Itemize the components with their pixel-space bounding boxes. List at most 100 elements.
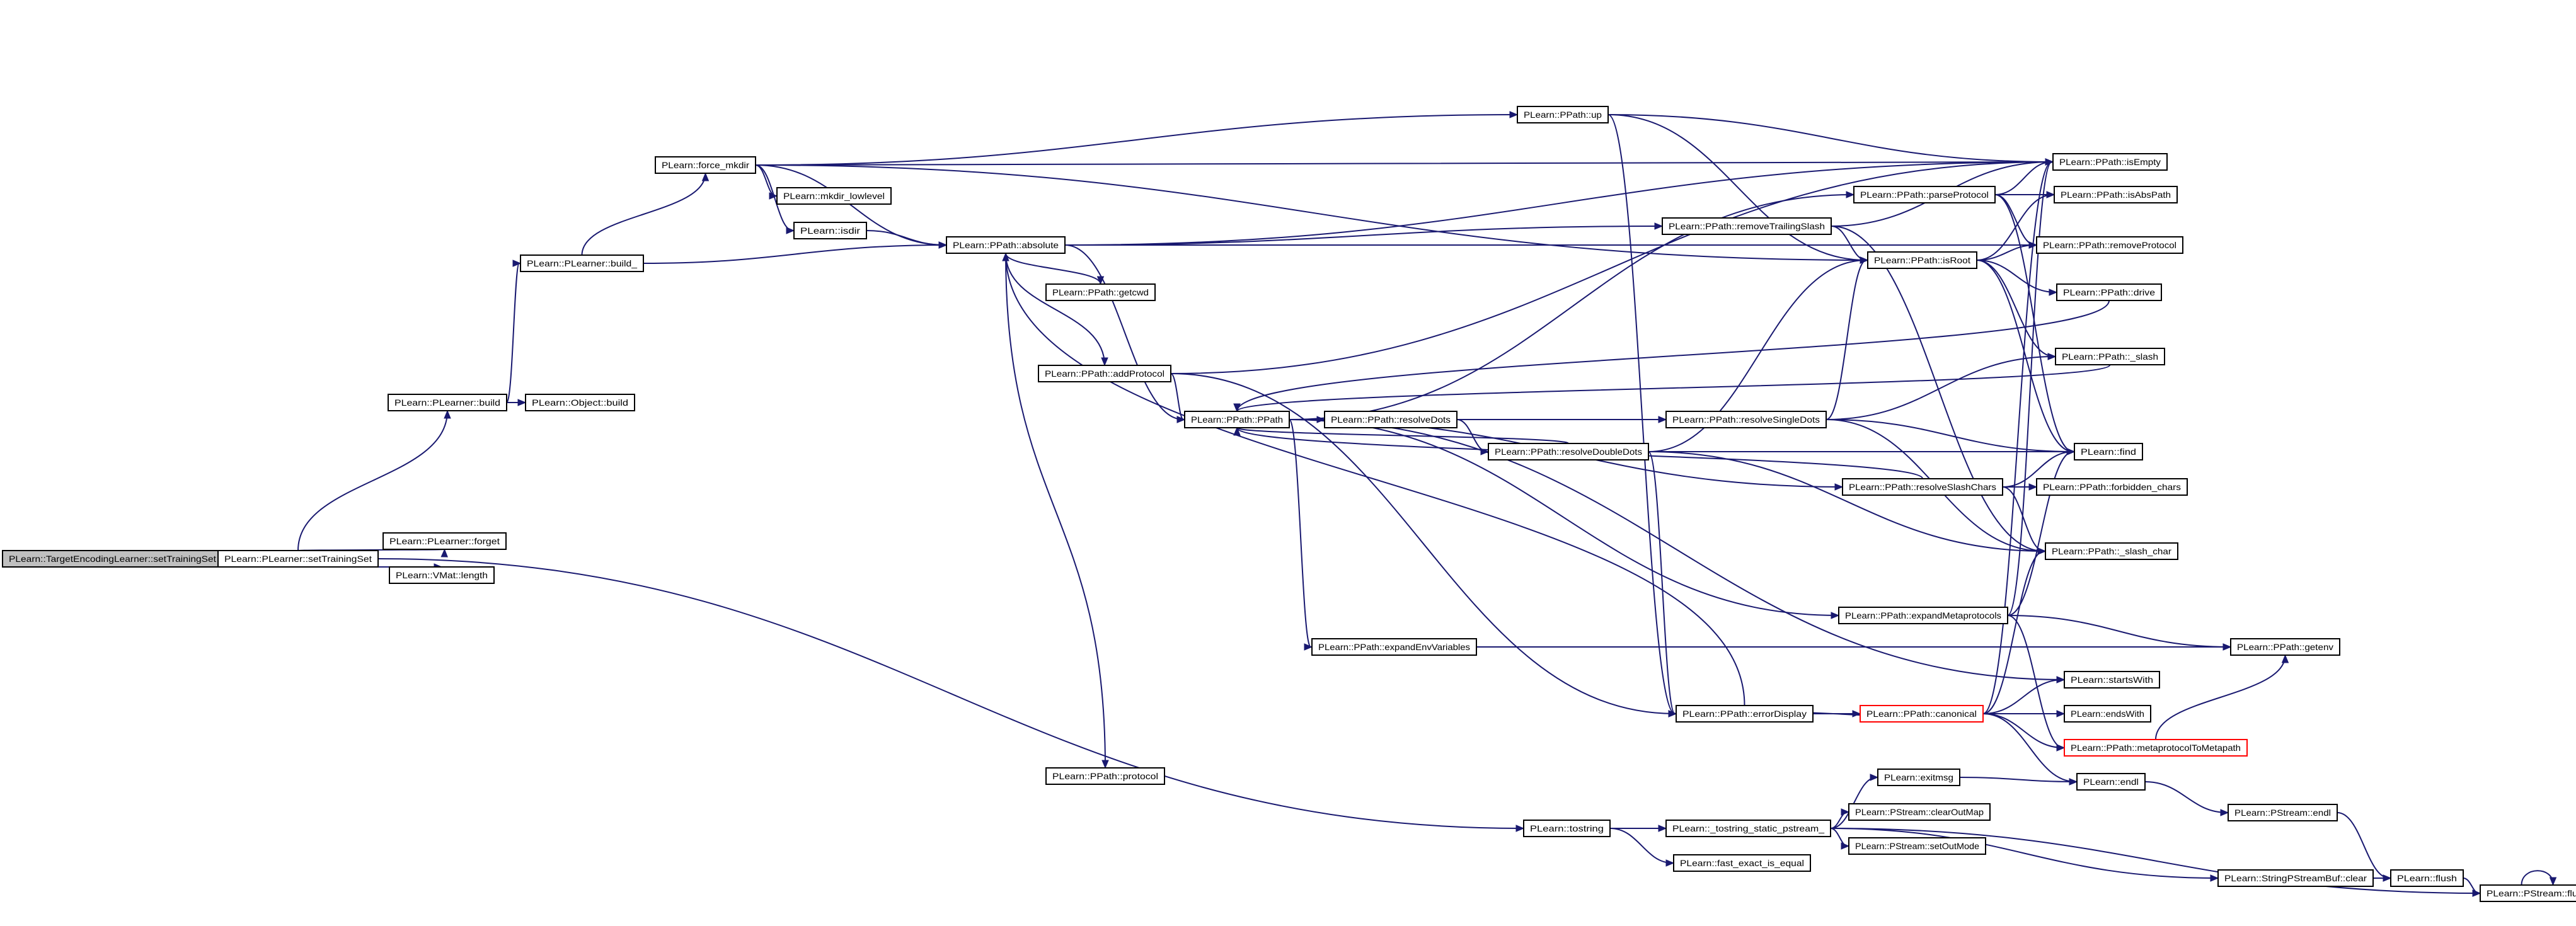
- graph-node-parseProtocol[interactable]: PLearn::PPath::parseProtocol: [1853, 186, 1996, 203]
- edge-arrowhead: [1176, 416, 1186, 423]
- edges-layer: [112, 111, 2557, 897]
- graph-node-sbuf-clear[interactable]: PLearn::StringPStreamBuf::clear: [2217, 869, 2374, 887]
- edge-arrowhead: [2049, 289, 2058, 296]
- graph-node-PPath[interactable]: PLearn::PPath::PPath: [1184, 411, 1290, 428]
- node-box: [1324, 411, 1458, 428]
- graph-node-protocol[interactable]: PLearn::PPath::protocol: [1045, 767, 1165, 785]
- call-edge: [755, 164, 795, 234]
- edge-arrowhead: [1831, 612, 1840, 619]
- edge-arrowhead: [1515, 825, 1525, 832]
- node-label: PLearn::PPath::expandEnvVariables: [1318, 642, 1470, 652]
- graph-node-metaprotocolToMetapath[interactable]: PLearn::PPath::metaprotocolToMetapath: [2064, 739, 2248, 757]
- edge-line: [1005, 253, 1101, 285]
- edge-line: [1005, 253, 1105, 366]
- graph-node-isdir[interactable]: PLearn::isdir: [793, 222, 867, 239]
- call-edge: [1982, 713, 2078, 786]
- call-edge: [1995, 191, 2056, 198]
- call-edge: [1233, 300, 2110, 413]
- edge-arrowhead: [2056, 710, 2066, 717]
- call-edge: [377, 558, 1525, 832]
- call-edge: [1064, 222, 1664, 246]
- graph-node-errorDisplay[interactable]: PLearn::PPath::errorDisplay: [1676, 705, 1814, 723]
- graph-node-drive[interactable]: PLearn::PPath::drive: [2056, 283, 2162, 301]
- graph-node-mkdir-lowlevel[interactable]: PLearn::mkdir_lowlevel: [776, 187, 892, 205]
- graph-node-flush[interactable]: PLearn::flush: [2390, 869, 2464, 887]
- graph-node-setOutMode[interactable]: PLearn::PStream::setOutMode: [1848, 837, 1986, 855]
- edge-line: [1648, 451, 1676, 714]
- call-edge: [1607, 114, 1869, 264]
- node-label: PLearn::PPath::_slash_char: [2052, 546, 2171, 556]
- graph-node-removeProtocol[interactable]: PLearn::PPath::removeProtocol: [2036, 236, 2183, 254]
- call-edge: [643, 241, 948, 264]
- edge-line: [1830, 828, 1848, 847]
- edge-arrowhead: [1668, 710, 1677, 717]
- edge-line: [1994, 194, 2074, 452]
- graph-node-endl[interactable]: PLearn::endl: [2076, 773, 2146, 791]
- node-label: PLearn::isdir: [800, 226, 860, 236]
- call-edge: [1830, 774, 1879, 829]
- node-box: [2480, 884, 2576, 902]
- graph-node-up[interactable]: PLearn::PPath::up: [1517, 106, 1609, 123]
- graph-node-startsWith[interactable]: PLearn::startsWith: [2064, 671, 2160, 689]
- graph-node-getcwd[interactable]: PLearn::PPath::getcwd: [1045, 283, 1156, 301]
- graph-node-resolveDots[interactable]: PLearn::PPath::resolveDots: [1324, 411, 1458, 428]
- call-edge: [1609, 828, 1675, 867]
- graph-node-resolveSingleDots[interactable]: PLearn::PPath::resolveSingleDots: [1665, 411, 1827, 428]
- graph-node-isEmpty[interactable]: PLearn::PPath::isEmpty: [2052, 153, 2168, 171]
- graph-node-expandMetaprotocols[interactable]: PLearn::PPath::expandMetaprotocols: [1838, 607, 2008, 624]
- call-edge: [1982, 547, 2047, 714]
- graph-node-absolute[interactable]: PLearn::PPath::absolute: [946, 236, 1066, 254]
- graph-node-force-mkdir[interactable]: PLearn::force_mkdir: [655, 156, 756, 174]
- edge-line: [1982, 713, 2064, 748]
- graph-node-expandEnvVariables[interactable]: PLearn::PPath::expandEnvVariables: [1311, 638, 1477, 656]
- edge-arrowhead: [2220, 809, 2229, 816]
- graph-node-length[interactable]: PLearn::VMat::length: [389, 566, 495, 584]
- graph-node-resolveDoubleDots[interactable]: PLearn::PPath::resolveDoubleDots: [1488, 443, 1649, 460]
- graph-node-slash[interactable]: PLearn::PPath::_slash: [2055, 348, 2165, 365]
- edge-line: [1289, 419, 1838, 616]
- call-edge: [1607, 114, 2054, 166]
- graph-node-isRoot[interactable]: PLearn::PPath::isRoot: [1867, 251, 1977, 269]
- call-edge: [755, 164, 1869, 264]
- call-edge: [1289, 419, 1840, 619]
- graph-node-endsWith[interactable]: PLearn::endsWith: [2064, 705, 2151, 723]
- call-edge: [2007, 448, 2076, 616]
- node-label: PLearn::_tostring_static_pstream_: [1672, 823, 1824, 833]
- call-edge: [1289, 191, 1855, 420]
- graph-node-tostring-static[interactable]: PLearn::_tostring_static_pstream_: [1665, 820, 1831, 837]
- node-label: PLearn::PPath::expandMetaprotocols: [1845, 610, 2001, 620]
- graph-node-exitmsg[interactable]: PLearn::exitmsg: [1877, 769, 1960, 786]
- node-box: [1517, 106, 1609, 123]
- graph-node-canonical[interactable]: PLearn::PPath::canonical: [1860, 705, 1984, 723]
- graph-node-getenv[interactable]: PLearn::PPath::getenv: [2230, 638, 2340, 656]
- edge-line: [1976, 194, 2054, 261]
- node-box: [2054, 186, 2178, 203]
- graph-node-build[interactable]: PLearn::PLearner::build: [388, 394, 507, 411]
- graph-node-fast-exact[interactable]: PLearn::fast_exact_is_equal: [1673, 854, 1811, 872]
- graph-node-forbidden[interactable]: PLearn::PPath::forbidden_chars: [2036, 478, 2188, 496]
- graph-node-build-[interactable]: PLearn::PLearner::build_: [520, 254, 644, 272]
- call-edge: [1976, 260, 2076, 455]
- node-label: PLearn::PPath::drive: [2063, 287, 2155, 297]
- graph-node-clearOutMap[interactable]: PLearn::PStream::clearOutMap: [1848, 803, 1991, 821]
- graph-node-root[interactable]: PLearn::TargetEncodingLearner::setTraini…: [2, 550, 223, 568]
- graph-node-removeTrailingSlash[interactable]: PLearn::PPath::removeTrailingSlash: [1662, 217, 1832, 235]
- graph-node-resolveSlashChars[interactable]: PLearn::PPath::resolveSlashChars: [1842, 478, 2003, 496]
- graph-node-setTrainingSet[interactable]: PLearn::PLearner::setTrainingSet: [217, 550, 379, 568]
- call-edge: [506, 260, 522, 403]
- graph-node-find[interactable]: PLearn::find: [2074, 443, 2143, 460]
- graph-node-slash-char[interactable]: PLearn::PPath::_slash_char: [2045, 542, 2178, 560]
- node-label: PLearn::flush: [2397, 873, 2457, 883]
- graph-node-pstream-endl[interactable]: PLearn::PStream::endl: [2228, 804, 2338, 821]
- graph-node-pstream-flush[interactable]: PLearn::PStream::flush: [2480, 884, 2576, 902]
- graph-node-addProtocol[interactable]: PLearn::PPath::addProtocol: [1038, 365, 1171, 382]
- graph-node-isAbsPath[interactable]: PLearn::PPath::isAbsPath: [2054, 186, 2178, 203]
- graph-node-forget[interactable]: PLearn::PLearner::forget: [382, 532, 507, 550]
- graph-node-tostring[interactable]: PLearn::tostring: [1523, 820, 1611, 837]
- node-box: [1842, 478, 2003, 496]
- edge-line: [2002, 451, 2074, 488]
- node-label: PLearn::PPath::metaprotocolToMetapath: [2071, 743, 2241, 753]
- edge-arrowhead: [1846, 191, 1855, 198]
- node-box: [2055, 348, 2165, 365]
- graph-node-objbuild[interactable]: PLearn::Object::build: [525, 394, 635, 411]
